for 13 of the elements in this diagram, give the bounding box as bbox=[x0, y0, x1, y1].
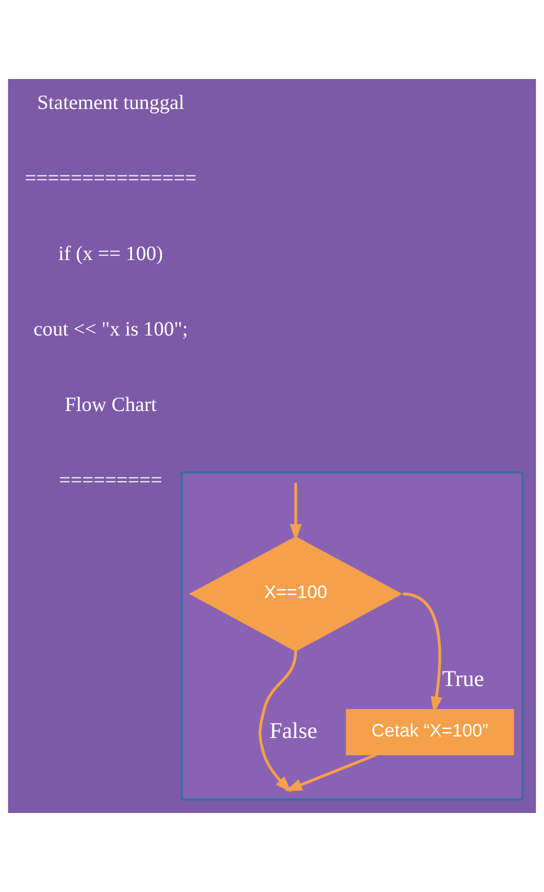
node-diamond: X==100 bbox=[189, 536, 402, 652]
arrow bbox=[285, 753, 377, 792]
label: cout << "x is 100"; bbox=[33, 318, 188, 341]
cluster bbox=[180, 471, 524, 801]
edge-label: True bbox=[442, 666, 484, 691]
label: =============== bbox=[24, 167, 197, 190]
label: Flow Chart bbox=[64, 394, 157, 416]
arrow bbox=[258, 650, 298, 793]
label: if (x == 100) bbox=[58, 242, 164, 265]
node-box: Cetak “X=100” bbox=[346, 708, 514, 756]
edge-label: False bbox=[270, 718, 318, 743]
label: ========= bbox=[59, 470, 162, 492]
label: Statement tunggal bbox=[37, 92, 184, 114]
